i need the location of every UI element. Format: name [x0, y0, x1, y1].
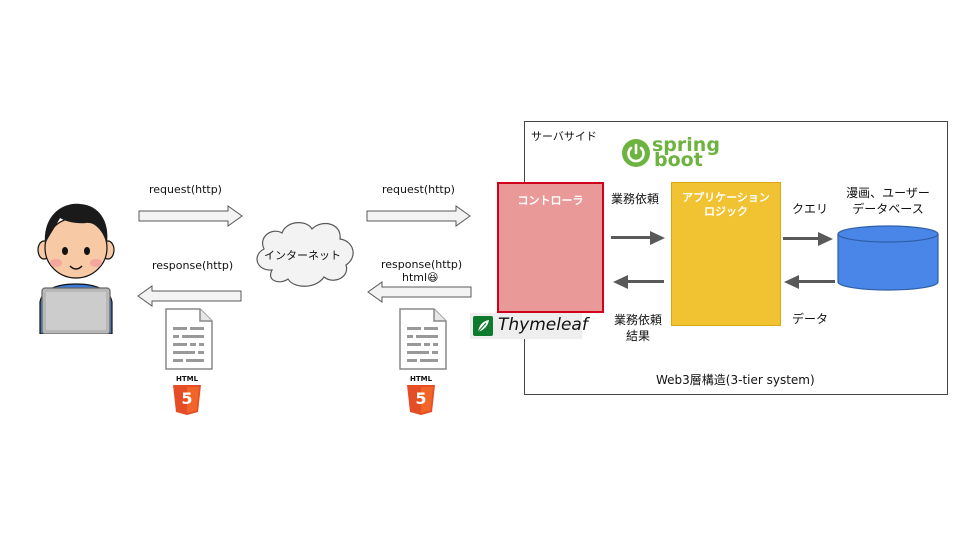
business-request-label: 業務依頼 [611, 192, 660, 206]
server-side-title: サーバサイド [531, 130, 597, 143]
controller-box: コントローラ [497, 182, 604, 313]
application-logic-label: アプリケーション ロジック [682, 191, 770, 218]
business-request-arrow [611, 236, 653, 239]
spring-power-icon [622, 139, 650, 167]
thymeleaf-leaf-icon [473, 316, 493, 336]
left-response-arrow [137, 285, 242, 307]
cloud-icon [256, 222, 354, 287]
html-document-icon [165, 308, 213, 370]
html-document-icon [399, 308, 447, 370]
html5-badge-text: HTML [409, 375, 433, 383]
business-result-arrowhead [613, 275, 628, 289]
spring-wordmark: spring [652, 134, 720, 156]
thymeleaf-wordmark: Thymeleaf [498, 315, 588, 335]
data-arrowhead [784, 275, 799, 289]
business-request-arrowhead [650, 231, 665, 245]
html5-icon [407, 385, 435, 415]
html5-digit: 5 [415, 389, 427, 408]
mid-response-arrow [367, 281, 472, 303]
html5-badge: HTML [404, 375, 438, 383]
application-logic-box: アプリケーション ロジック [671, 182, 781, 326]
controller-label: コントローラ [517, 194, 584, 207]
business-result-label-2: 結果 [625, 329, 650, 343]
left-request-label: request(http) [149, 183, 222, 196]
business-result-label-1: 業務依頼 [613, 313, 662, 327]
database-label-2: データベース [852, 202, 924, 216]
mid-response-label: response(http) [381, 258, 463, 271]
user-with-laptop-icon [37, 203, 115, 334]
boot-wordmark: boot [654, 149, 703, 171]
query-arrow [783, 237, 821, 240]
left-response-label: response(http) [152, 259, 234, 272]
query-label: クエリ [792, 202, 829, 216]
internet-label: インターネット [264, 249, 341, 262]
mid-response-note: html😆 [402, 271, 439, 284]
database-label-1: 漫画、ユーザー [846, 186, 930, 200]
database-cylinder-icon [837, 225, 939, 291]
business-result-arrow [625, 280, 664, 283]
query-arrowhead [818, 232, 833, 246]
mid-request-arrow [366, 205, 471, 227]
left-request-arrow [138, 205, 243, 227]
data-arrow [796, 280, 835, 283]
html5-badge-text: HTML [175, 375, 199, 383]
mid-request-label: request(http) [382, 183, 455, 196]
html5-badge: HTML [170, 375, 204, 383]
html5-icon [173, 385, 201, 415]
server-footer-label: Web3層構造(3-tier system) [656, 373, 815, 387]
data-label: データ [792, 312, 829, 326]
html5-digit: 5 [181, 389, 193, 408]
thymeleaf-logo: Thymeleaf [470, 313, 588, 339]
